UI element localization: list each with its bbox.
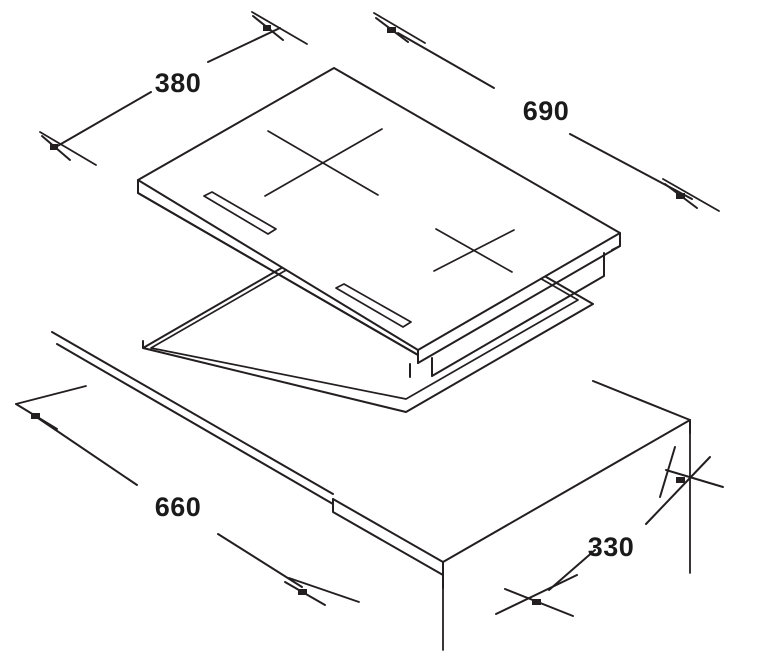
dim-330-label: 330 xyxy=(588,532,635,562)
control-slider-left-outline[interactable] xyxy=(203,191,277,235)
dim-330-line-lower xyxy=(548,549,596,591)
dim-660-line-right xyxy=(217,533,303,588)
burner-crosshair-rear-left xyxy=(264,128,383,197)
dim-660-ext-line-end xyxy=(288,577,360,603)
cooktop-edge-right-inner xyxy=(611,245,621,251)
countertop-back-edge xyxy=(51,331,334,495)
dim-660-tick-dot-end xyxy=(298,589,307,595)
dim-380-tick-dot-start xyxy=(50,144,58,150)
countertop-front-face-left xyxy=(332,498,444,576)
dim-690-ext-line-end xyxy=(662,178,720,212)
dim-690-ext-line-start xyxy=(373,12,426,44)
burner-crosshair-axis-b xyxy=(264,128,383,197)
dim-690-tick-dot-end xyxy=(676,193,685,199)
control-slider-right-outline[interactable] xyxy=(335,283,412,328)
dim-660-line-left xyxy=(34,415,138,486)
dim-690-label: 690 xyxy=(523,96,570,126)
dim-330-line-upper xyxy=(659,446,676,498)
dim-380-line-right xyxy=(207,27,281,63)
dimension-690: 690 xyxy=(373,12,720,212)
dimension-380: 380 xyxy=(39,11,308,166)
control-slider-right[interactable] xyxy=(335,283,412,328)
dim-330-tick-start xyxy=(665,469,724,488)
cooktop-edge-front-bottom xyxy=(137,192,419,364)
dim-660-ext-line-start xyxy=(15,385,87,405)
cooktop-top-surface xyxy=(138,68,620,350)
dim-330-tick-end-cross xyxy=(495,574,578,615)
dim-690-line-left xyxy=(397,32,495,89)
dim-660-tick-dot-start xyxy=(31,413,40,419)
control-slider-left[interactable] xyxy=(203,191,277,235)
dim-380-tick-dot-end xyxy=(263,25,271,31)
dimension-330: 330 xyxy=(442,419,724,651)
dim-330-tick-dot-start xyxy=(676,477,685,483)
burner-crosshair-axis-b xyxy=(433,229,515,272)
dim-660-label: 660 xyxy=(155,492,202,522)
dim-690-tick-dot-start xyxy=(387,27,396,33)
burner-crosshair-front-right xyxy=(433,228,515,273)
dim-380-label: 380 xyxy=(155,68,202,98)
dim-330-tick-dot-end xyxy=(532,599,541,605)
countertop-front-left-edge xyxy=(332,498,444,563)
dim-330-tick-start-cross xyxy=(645,456,711,525)
cooktop-body-right-side xyxy=(431,252,605,377)
dim-380-line-left xyxy=(53,91,152,149)
dimension-660: 660 xyxy=(15,385,360,606)
cooktop-panel-assembly xyxy=(137,67,621,378)
dim-380-ext-line-start xyxy=(39,131,97,166)
countertop-back-edge-lower xyxy=(56,343,334,505)
countertop-right-corner-edge xyxy=(442,419,691,563)
countertop-right-top-edge xyxy=(592,380,691,421)
dim-690-line-right xyxy=(569,133,693,200)
